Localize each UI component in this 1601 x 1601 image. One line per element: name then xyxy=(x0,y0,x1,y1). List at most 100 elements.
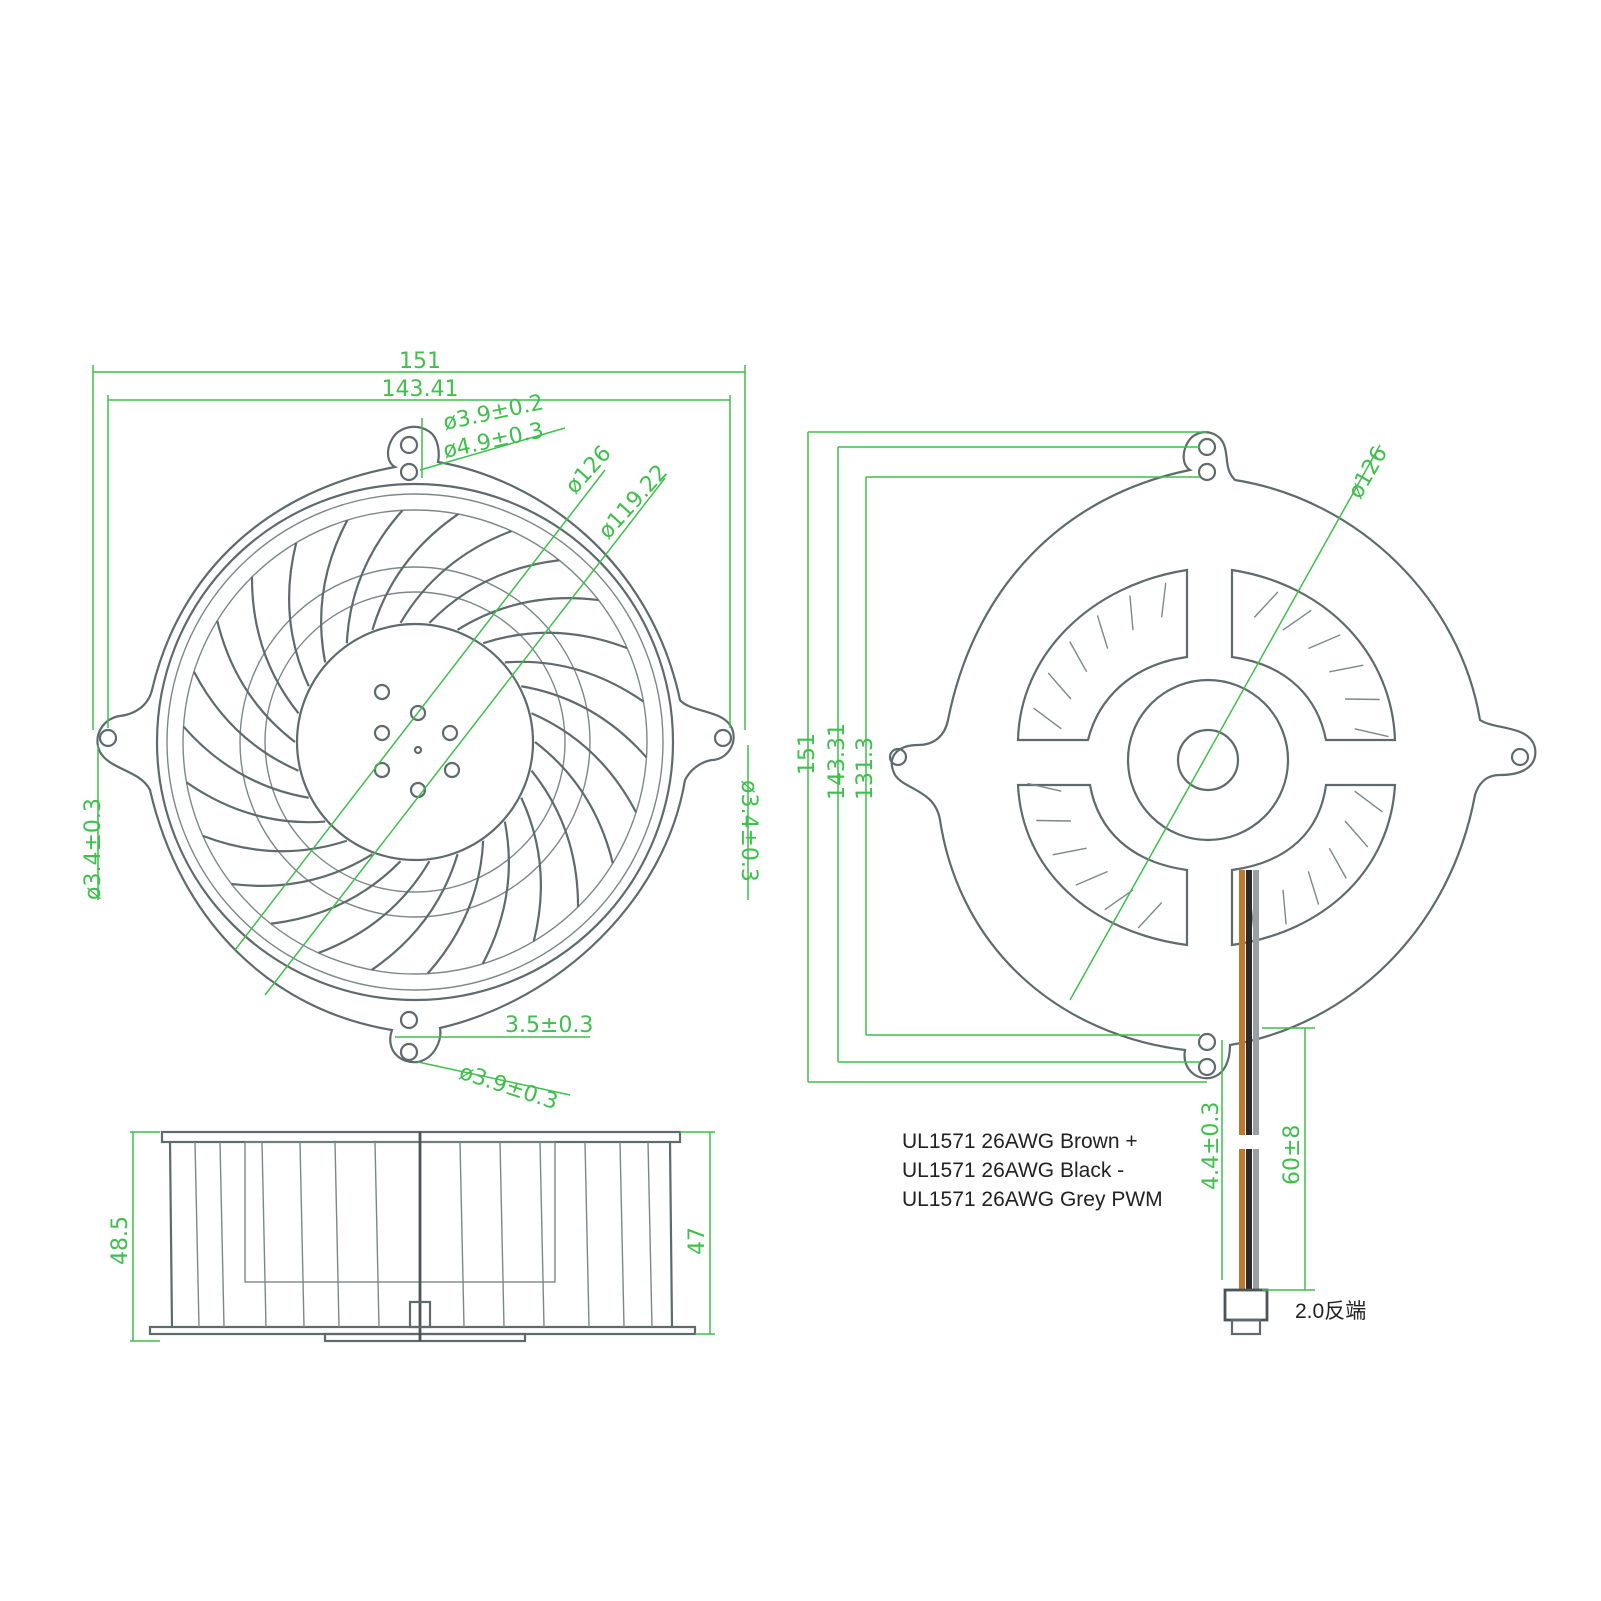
impeller-blade xyxy=(318,860,431,954)
impeller-blade xyxy=(202,834,348,853)
dim-inner-width: 143.41 xyxy=(382,377,459,402)
front-top-hole-1 xyxy=(399,435,419,455)
impeller-blade xyxy=(531,712,638,813)
front-left-hole xyxy=(98,728,118,748)
impeller-blade xyxy=(287,542,310,687)
impeller-blade xyxy=(520,797,543,942)
hub-hole xyxy=(373,724,391,742)
back-blade xyxy=(1027,782,1062,792)
connector-label: 2.0反端 xyxy=(1295,1300,1366,1323)
impeller-blade xyxy=(182,725,309,799)
wire-break xyxy=(1236,1135,1264,1149)
back-blade xyxy=(1052,847,1087,856)
dim-wire-length: 60±8 xyxy=(1280,1125,1305,1185)
wire-spec-grey: UL1571 26AWG Grey PWM xyxy=(902,1188,1163,1211)
back-blade xyxy=(1282,889,1287,925)
impeller-blade xyxy=(371,853,459,971)
back-blade xyxy=(1075,870,1108,886)
back-hub-outer xyxy=(1126,678,1290,842)
side-blades xyxy=(194,1141,653,1328)
wiring-notes: UL1571 26AWG Brown + UL1571 26AWG Black … xyxy=(902,1130,1366,1323)
back-blade xyxy=(1069,641,1088,673)
back-blade xyxy=(1344,820,1369,848)
dim-height-total: 48.5 xyxy=(108,1216,133,1265)
back-hub-inner xyxy=(1176,728,1240,792)
side-hub xyxy=(244,1141,556,1283)
front-top-hole-2 xyxy=(399,462,419,482)
front-hub xyxy=(295,622,535,862)
front-impeller-inner xyxy=(239,566,591,918)
impeller-blade xyxy=(504,660,645,703)
dim-leader-outer-dia xyxy=(1069,444,1381,1001)
impeller-blade xyxy=(534,741,614,864)
impeller-blade xyxy=(426,840,485,975)
back-blade xyxy=(1329,664,1364,673)
back-left-hole xyxy=(888,747,908,767)
front-view: 151 143.41 ø3.9±0.2 ø4.9±0.3 ø126 ø119.2… xyxy=(81,349,761,1115)
back-blade xyxy=(1282,609,1312,631)
side-blade xyxy=(619,1141,625,1328)
connector-tip xyxy=(1230,1318,1262,1336)
impeller-blade xyxy=(216,620,296,743)
side-hub-detail xyxy=(408,1300,432,1329)
back-blade xyxy=(1096,615,1109,649)
dim-side-hole-right: ø3.4±0.3 xyxy=(736,780,761,882)
back-window-top-right xyxy=(1230,568,1397,742)
front-outer-ring-2 xyxy=(166,493,664,991)
side-blade xyxy=(539,1141,545,1328)
wire-spec-black: UL1571 26AWG Black - xyxy=(902,1159,1124,1182)
wire-spec-brown: UL1571 26AWG Brown + xyxy=(902,1130,1138,1153)
back-blade xyxy=(1033,707,1062,730)
back-blade xyxy=(1308,634,1341,650)
impeller-blade xyxy=(399,530,512,624)
side-left-edge xyxy=(168,1141,174,1328)
side-blade xyxy=(194,1141,200,1328)
side-blade xyxy=(374,1141,380,1328)
hub-hole xyxy=(373,683,391,701)
front-right-hole xyxy=(713,728,733,748)
front-outer-ring xyxy=(155,482,675,1002)
side-blade xyxy=(334,1141,340,1328)
dim-back-outer-dia: ø126 xyxy=(1344,442,1393,503)
back-blade xyxy=(1345,698,1380,701)
dim-bottom-offset: 3.5±0.3 xyxy=(505,1013,593,1038)
impeller-blade xyxy=(231,853,374,887)
back-bottom-hole-2 xyxy=(1197,1057,1217,1077)
front-impeller-ring xyxy=(182,509,648,975)
impeller-blade xyxy=(345,509,404,644)
dim-impeller-dia: ø119.22 xyxy=(594,460,673,544)
impeller-blade xyxy=(521,685,648,759)
dim-height-mid: 143.31 xyxy=(825,723,850,800)
dim-overall-width: 151 xyxy=(399,349,441,374)
back-blade xyxy=(1104,889,1134,911)
hub-hole xyxy=(441,724,459,742)
side-blade xyxy=(647,1141,653,1328)
side-blade xyxy=(499,1141,505,1328)
side-blade xyxy=(584,1141,590,1328)
side-base xyxy=(323,1332,527,1343)
front-impeller-blades xyxy=(182,509,648,975)
back-bottom-hole-1 xyxy=(1197,1032,1217,1052)
dim-height-body: 47 xyxy=(685,1227,710,1255)
front-bottom-hole-1 xyxy=(399,1010,419,1030)
back-blade xyxy=(1047,672,1072,700)
back-blade xyxy=(1307,871,1320,905)
back-window-top-left xyxy=(1016,568,1189,742)
back-blade xyxy=(1253,591,1279,618)
impeller-blade xyxy=(482,631,628,650)
impeller-blade xyxy=(481,821,510,965)
back-blade xyxy=(1137,902,1163,929)
back-blade xyxy=(1129,595,1134,631)
side-view: 48.5 47 xyxy=(108,1130,715,1343)
hub-hole xyxy=(373,761,391,779)
impeller-blade xyxy=(428,559,560,624)
side-right-edge xyxy=(668,1141,674,1328)
back-blade xyxy=(1036,819,1071,822)
back-blade xyxy=(1354,790,1383,813)
dim-leader-outer-dia xyxy=(234,469,606,951)
back-top-hole-1 xyxy=(1197,437,1217,457)
back-top-hole-2 xyxy=(1197,462,1217,482)
side-blade xyxy=(299,1141,305,1328)
dim-height-overall: 151 xyxy=(795,733,820,775)
